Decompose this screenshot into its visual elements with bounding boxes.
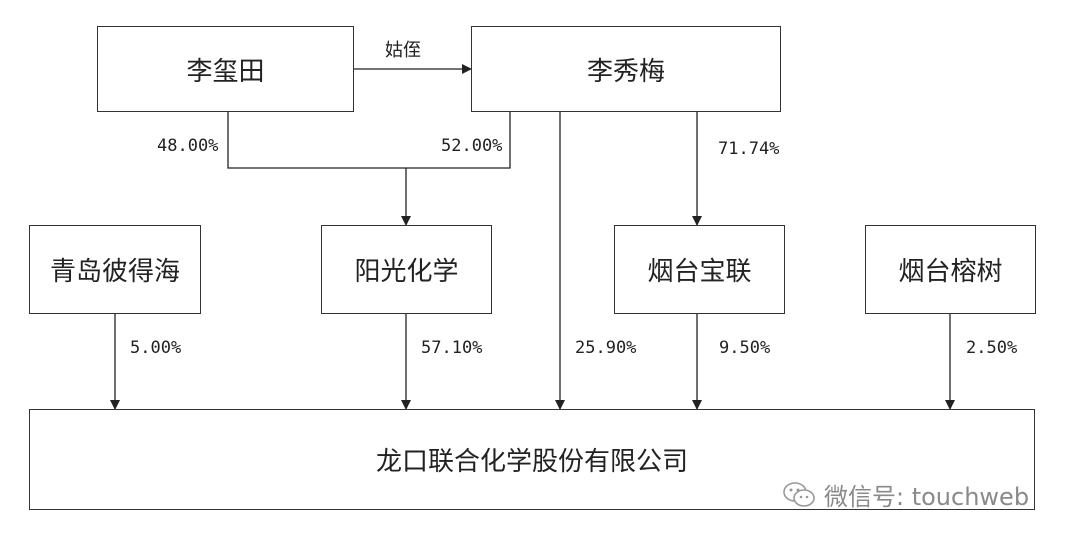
label-company: 龙口联合化学股份有限公司 bbox=[375, 447, 688, 477]
label-yantai-baolian: 烟台宝联 bbox=[647, 257, 752, 287]
label-li-xitian: 李玺田 bbox=[186, 56, 265, 87]
label-yantai-rongshu: 烟台榕树 bbox=[898, 257, 1003, 287]
pct-xiumei-yangguang: 52.00% bbox=[441, 136, 503, 156]
label-yangguang: 阳光化学 bbox=[354, 257, 459, 287]
pct-bideshai-company: 5.00% bbox=[130, 338, 182, 358]
watermark: 微信号: touchweb bbox=[782, 477, 1029, 512]
box-qingdao-bideshai: 青岛彼得海 bbox=[29, 225, 201, 314]
pct-xiumei-company: 25.90% bbox=[575, 338, 637, 358]
box-yangguang: 阳光化学 bbox=[321, 225, 492, 314]
box-yantai-baolian: 烟台宝联 bbox=[614, 225, 785, 314]
xitian-line bbox=[227, 112, 406, 169]
label-qingdao-bideshai: 青岛彼得海 bbox=[49, 257, 180, 287]
pct-rongshu-company: 2.50% bbox=[966, 338, 1018, 358]
xiumei-left-line bbox=[406, 112, 511, 169]
label-li-xiumei: 李秀梅 bbox=[586, 56, 665, 87]
box-li-xitian: 李玺田 bbox=[97, 26, 354, 112]
pct-yangguang-company: 57.10% bbox=[421, 338, 483, 358]
wechat-icon bbox=[783, 481, 815, 507]
pct-xitian-yangguang: 48.00% bbox=[157, 136, 219, 156]
pct-xiumei-baolian: 71.74% bbox=[718, 139, 780, 159]
box-li-xiumei: 李秀梅 bbox=[471, 26, 781, 112]
relation-label: 姑侄 bbox=[385, 40, 421, 61]
box-company: 龙口联合化学股份有限公司 bbox=[29, 409, 1035, 510]
box-yantai-rongshu: 烟台榕树 bbox=[865, 225, 1036, 314]
pct-baolian-company: 9.50% bbox=[719, 338, 771, 358]
watermark-text: 微信号: touchweb bbox=[824, 483, 1030, 511]
